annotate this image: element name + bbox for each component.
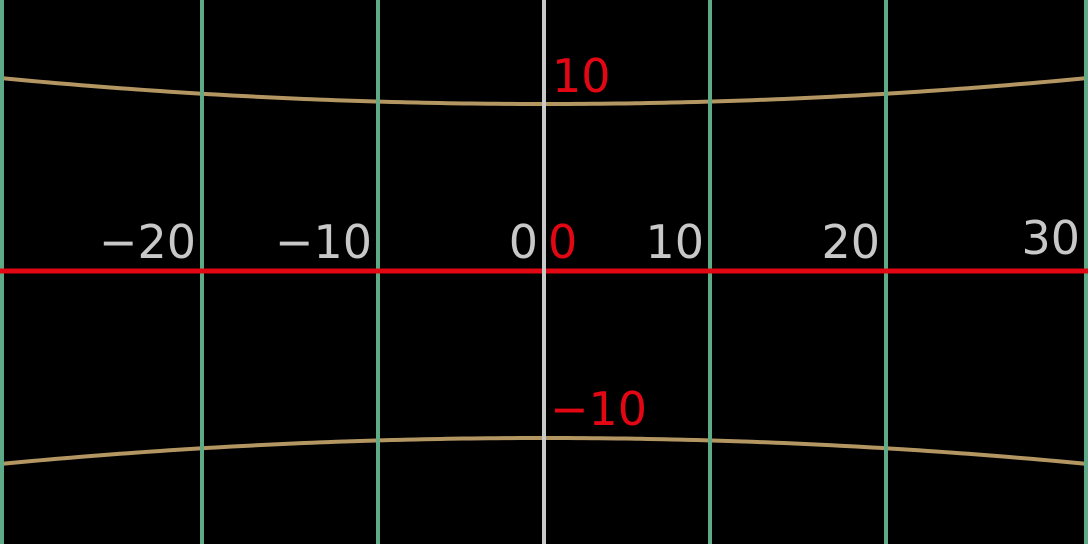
latitude-label-0: 0 — [548, 215, 577, 269]
latitude-label-10: 10 — [552, 49, 611, 103]
longitude-labels: −20 −10 0 10 20 30 — [99, 211, 1080, 269]
longitude-label-minus10: −10 — [275, 215, 372, 269]
latitude-label-minus10: −10 — [550, 382, 647, 436]
longitude-label-minus20: −20 — [99, 215, 196, 269]
latitude-labels: 10 0 −10 — [548, 49, 647, 436]
longitude-label-30: 30 — [1021, 211, 1080, 265]
longitude-label-0: 0 — [509, 215, 538, 269]
longitude-label-20: 20 — [821, 215, 880, 269]
longitude-label-10: 10 — [645, 215, 704, 269]
